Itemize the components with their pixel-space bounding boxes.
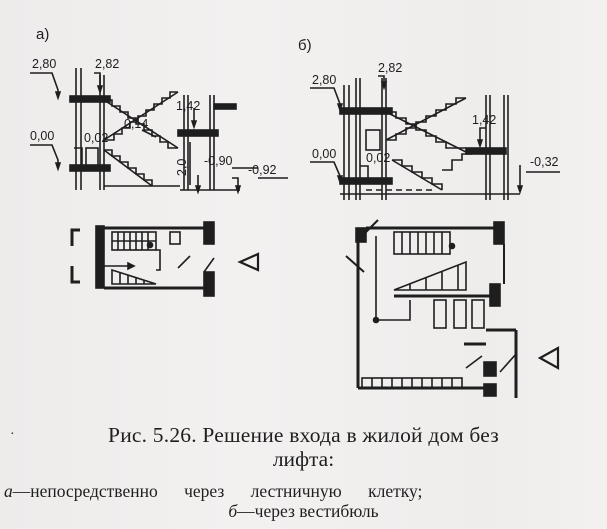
figure-caption-line1: · Рис. 5.26. Решение входа в жилой дом б… [0,423,607,448]
elev-a-label: 0,14 [124,117,148,131]
elev-a-label: 2,0 [175,159,189,176]
caption-item-a-text: —непосредственно через лестничную клетку… [12,481,423,501]
elev-b-label: -0,32 [530,155,559,169]
caption-item-a: а—непосредственно через лестничную клетк… [4,481,603,502]
caption-item-a-letter: а [4,481,13,501]
elev-b-label: 1,42 [472,113,496,127]
elev-a-label: 0,00 [30,129,54,143]
elev-a-label: -0,90 [204,154,233,168]
elev-a-label: 1,42 [176,99,200,113]
elev-b-label: 0,02 [366,151,390,165]
caption-item-b: б—через вестибюль [0,501,607,522]
elev-b-label: 0,00 [312,147,336,161]
plan-a [70,221,260,297]
plan-b [345,219,560,398]
figure-caption-line2: лифта: [272,447,335,471]
elev-a-label: 2,80 [32,57,56,71]
elev-a-label: -0,92 [248,163,277,177]
elevation-a [30,68,288,195]
caption-bullet: · [10,427,15,442]
caption-item-b-text: —через вестибюль [237,501,379,521]
caption-item-b-letter: б [228,501,238,521]
caption-title: Рис. 5.26. Решение входа в жилой дом без [108,423,499,447]
elev-b-label: 2,80 [312,73,336,87]
panel-label-b: б) [298,37,312,54]
elev-a-label: 0,02 [84,131,108,145]
elevation-b [310,75,560,200]
panel-label-a: а) [36,26,49,43]
elev-b-label: 2,82 [378,61,402,75]
elev-a-label: 2,82 [95,57,119,71]
